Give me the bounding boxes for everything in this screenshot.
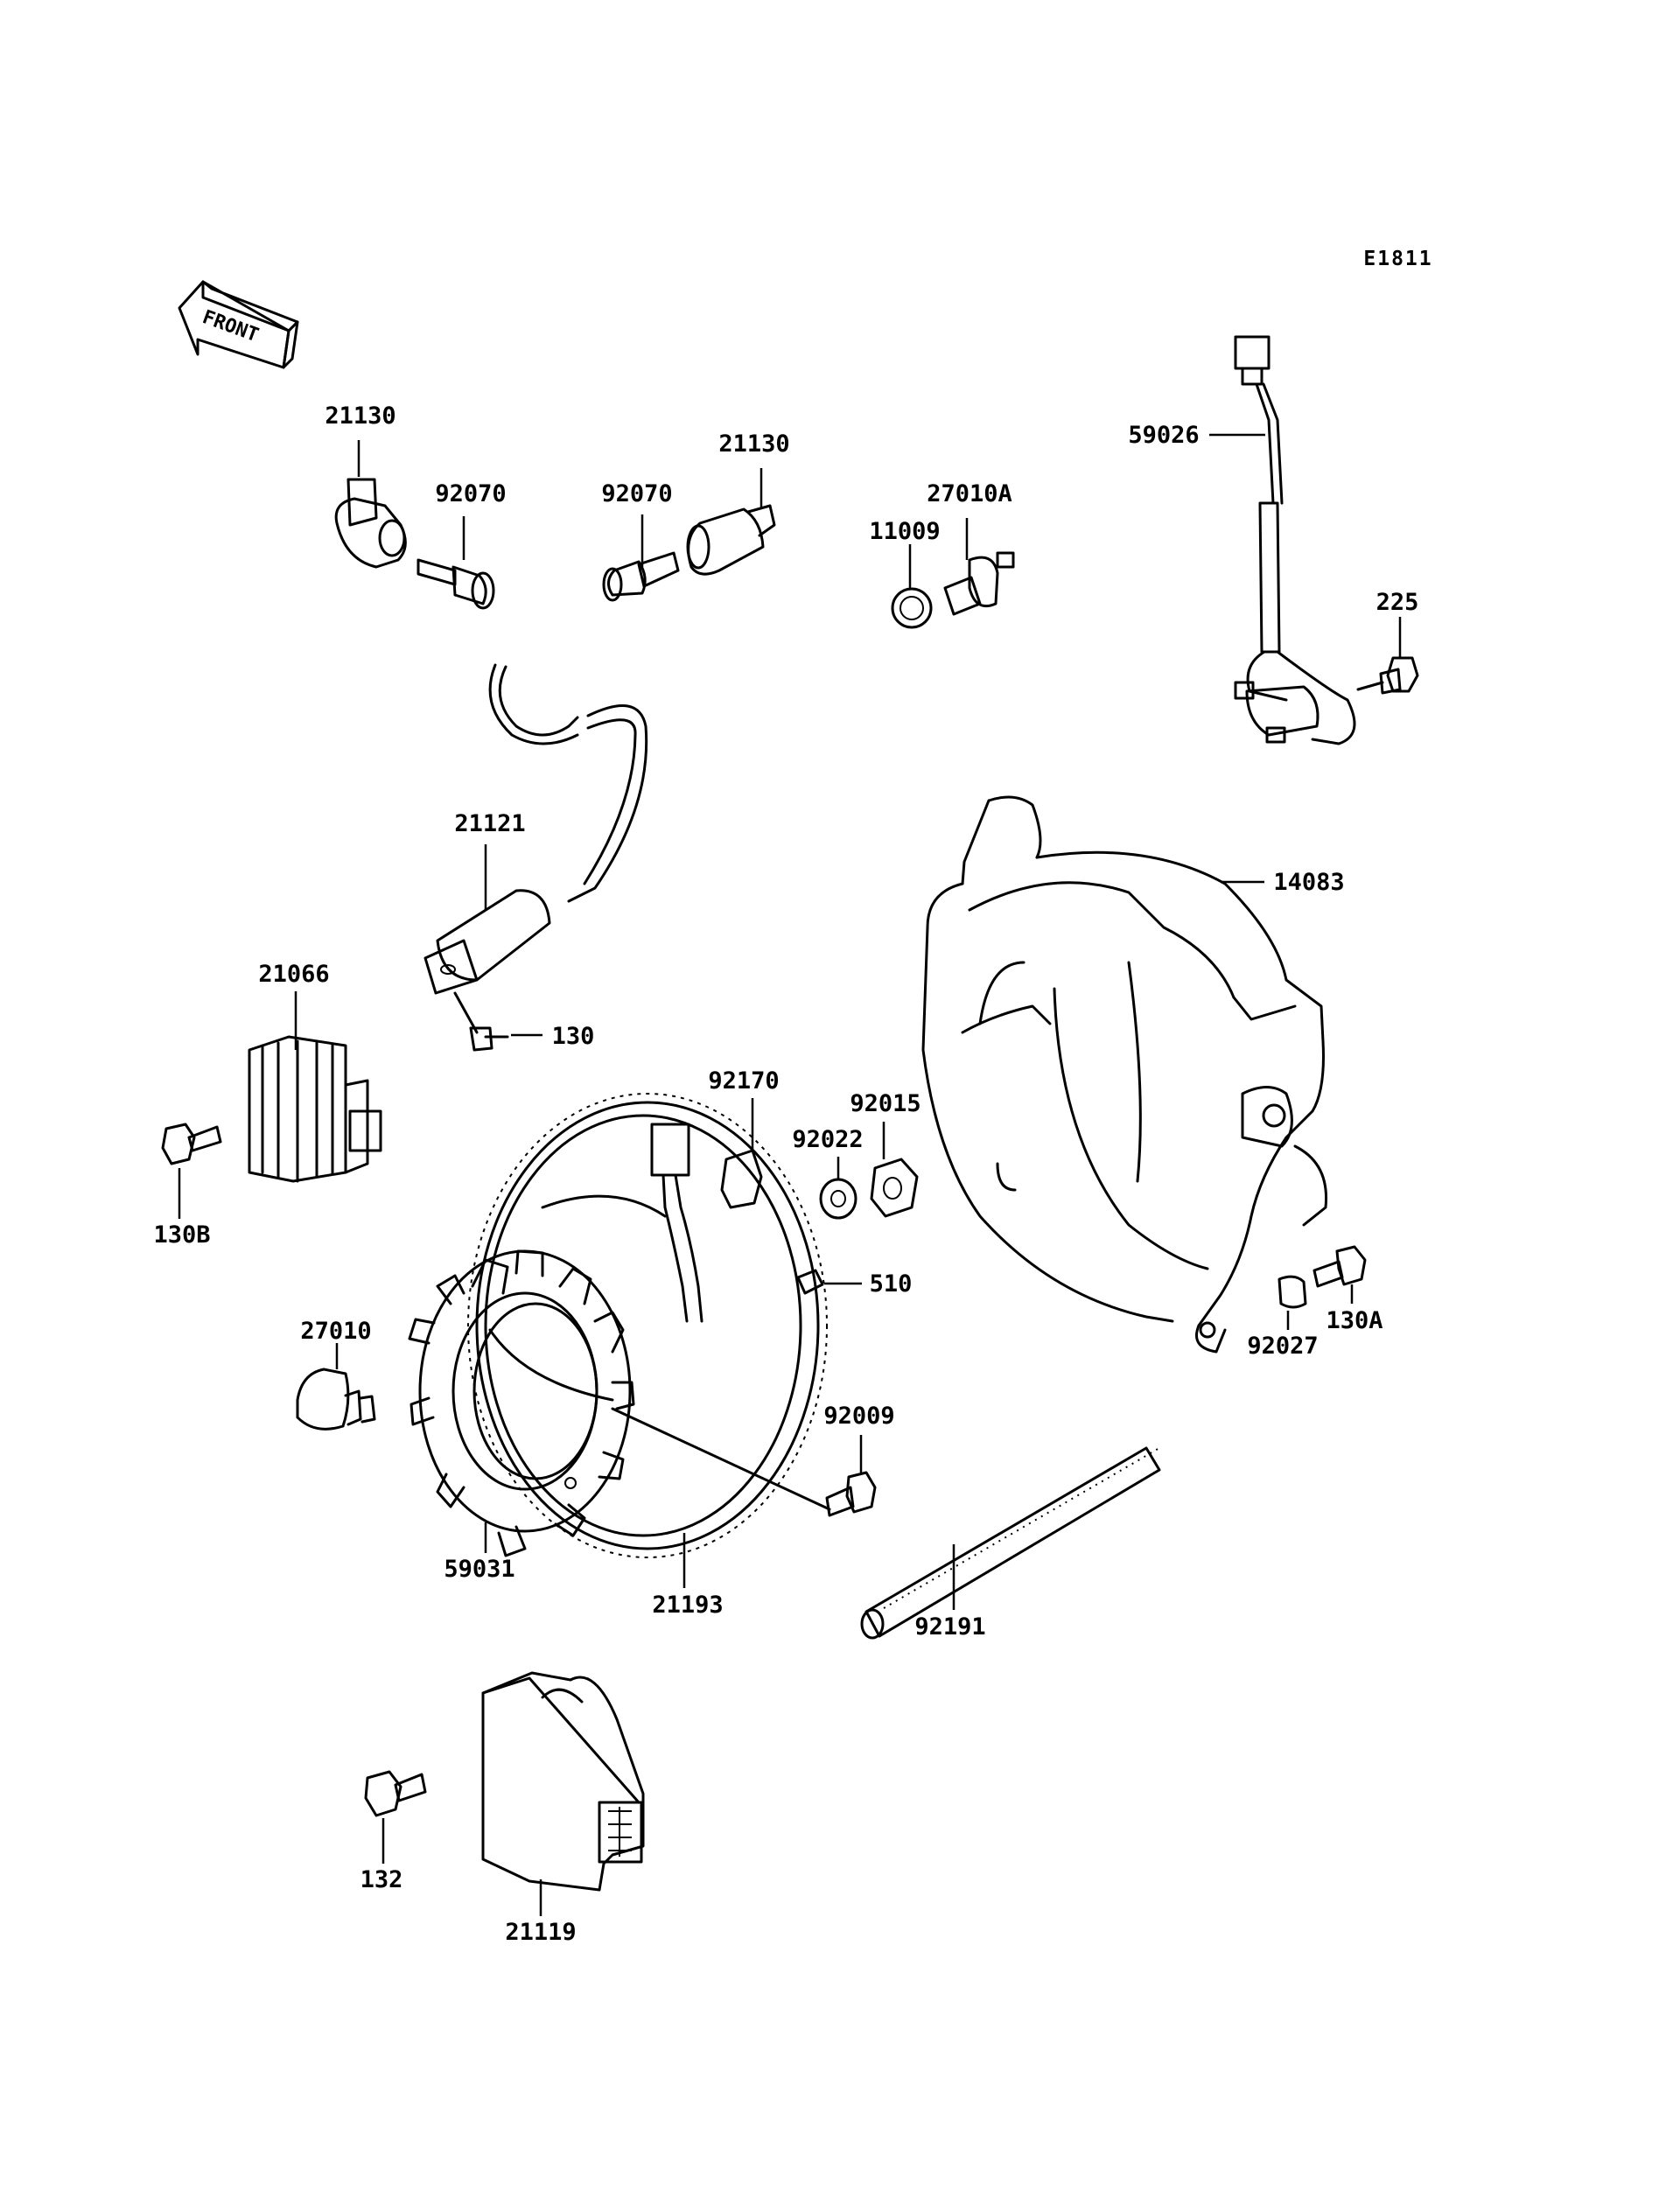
label-21119: 21119 [505, 1919, 576, 1946]
flywheel-cover [921, 795, 1328, 1354]
spark-plug-cap-left [334, 478, 407, 569]
bolt-130b [161, 1123, 222, 1165]
spark-plug-middle [602, 551, 680, 602]
spark-plug-left [416, 558, 495, 610]
gasket-ring [891, 587, 933, 629]
label-92070-left: 92070 [435, 480, 506, 507]
oil-pressure-switch [943, 551, 1015, 616]
label-14083: 14083 [1273, 869, 1344, 896]
label-92191: 92191 [914, 1613, 985, 1641]
label-59026: 59026 [1128, 422, 1199, 449]
washer [819, 1178, 858, 1220]
spark-plug-cap-middle [686, 504, 776, 576]
part-labels: 21130 92070 92070 21130 11009 27010A 590… [153, 402, 1418, 1946]
pickup-coil [1234, 335, 1356, 745]
protective-tube [860, 1446, 1161, 1640]
front-arrow-text: FRONT [200, 306, 262, 346]
leader-lines [178, 433, 1402, 1916]
label-92027: 92027 [1247, 1333, 1318, 1360]
label-92170: 92170 [708, 1067, 779, 1095]
front-arrow-icon: FRONT [178, 280, 299, 369]
label-21193: 21193 [652, 1592, 723, 1619]
stator-lead-connector [611, 1123, 831, 1511]
label-21066: 21066 [258, 961, 329, 988]
label-92015: 92015 [850, 1090, 920, 1117]
regulator-rectifier [248, 1035, 382, 1183]
label-59031: 59031 [444, 1556, 514, 1583]
label-225: 225 [1376, 589, 1419, 616]
bolt-130a [1312, 1245, 1367, 1288]
igniter-unit [481, 1671, 645, 1892]
stator [408, 1249, 635, 1557]
label-130b: 130B [153, 1221, 210, 1249]
flywheel-ring-gear [467, 1093, 828, 1558]
label-27010a: 27010A [927, 480, 1012, 507]
label-130: 130 [552, 1023, 595, 1050]
label-92009: 92009 [823, 1403, 894, 1430]
screw-92009 [825, 1471, 877, 1517]
label-132: 132 [360, 1866, 403, 1893]
label-510: 510 [870, 1270, 913, 1298]
bolt-132 [364, 1770, 427, 1817]
ignition-coil [424, 663, 648, 1052]
neutral-switch [296, 1368, 376, 1431]
label-21130-left: 21130 [325, 402, 396, 430]
woodruff-key [796, 1269, 824, 1295]
label-21130-middle: 21130 [718, 430, 789, 458]
label-21121: 21121 [454, 810, 525, 837]
collar [1278, 1275, 1307, 1309]
label-11009: 11009 [869, 518, 940, 545]
label-27010: 27010 [300, 1318, 371, 1345]
label-92070-middle: 92070 [601, 480, 672, 507]
diagram-ref-code: E1811 [1363, 248, 1432, 270]
label-92022: 92022 [792, 1126, 863, 1153]
nut [870, 1158, 919, 1218]
label-130a: 130A [1326, 1307, 1382, 1334]
screw-225 [1356, 656, 1419, 695]
